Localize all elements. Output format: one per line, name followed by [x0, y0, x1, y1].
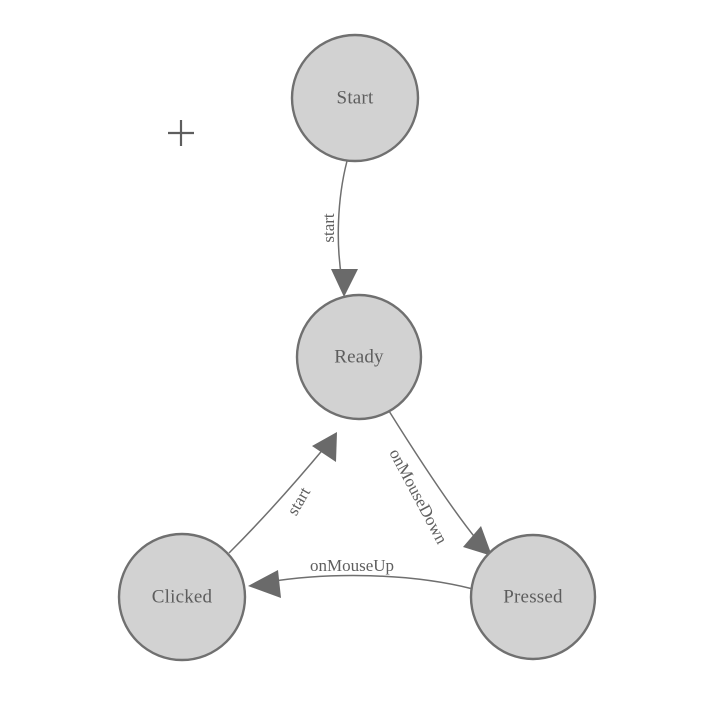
node-clicked-label: Clicked	[152, 586, 213, 607]
node-start-circle[interactable]	[290, 33, 420, 163]
node-pressed[interactable]: Pressed	[469, 533, 597, 661]
node-ready-circle[interactable]	[295, 293, 423, 421]
node-pressed-circle[interactable]	[469, 533, 597, 661]
edge-label-on-mouse-up: onMouseUp	[310, 556, 394, 575]
edge-start-to-ready[interactable]	[331, 160, 358, 297]
edge-pressed-to-clicked[interactable]	[248, 570, 474, 598]
edge-clicked-to-ready[interactable]	[228, 432, 337, 554]
node-ready[interactable]: Ready	[295, 293, 423, 421]
node-clicked[interactable]: Clicked	[117, 532, 247, 662]
edge-path-clicked-to-ready	[228, 446, 326, 554]
arrowhead-into-pressed	[463, 526, 492, 556]
edge-path-ready-to-pressed	[388, 410, 478, 541]
edge-label-on-mouse-down: onMouseDown	[385, 446, 451, 548]
edge-path-start-to-ready	[337, 160, 348, 281]
node-ready-label: Ready	[334, 346, 384, 367]
edge-path-pressed-to-clicked	[267, 574, 474, 590]
arrowhead-into-clicked	[248, 570, 281, 598]
node-start[interactable]: Start	[290, 33, 420, 163]
node-pressed-label: Pressed	[503, 586, 563, 607]
node-clicked-circle[interactable]	[117, 532, 247, 662]
arrowhead-into-ready-from-start	[331, 269, 358, 297]
crosshair-icon	[168, 120, 194, 146]
edge-ready-to-pressed[interactable]	[388, 410, 492, 556]
edge-label-start-to-ready: start	[319, 213, 338, 243]
edge-label-clicked-to-ready: start	[283, 484, 314, 519]
arrowhead-into-ready-from-clicked	[312, 432, 337, 462]
node-start-label: Start	[337, 87, 374, 108]
